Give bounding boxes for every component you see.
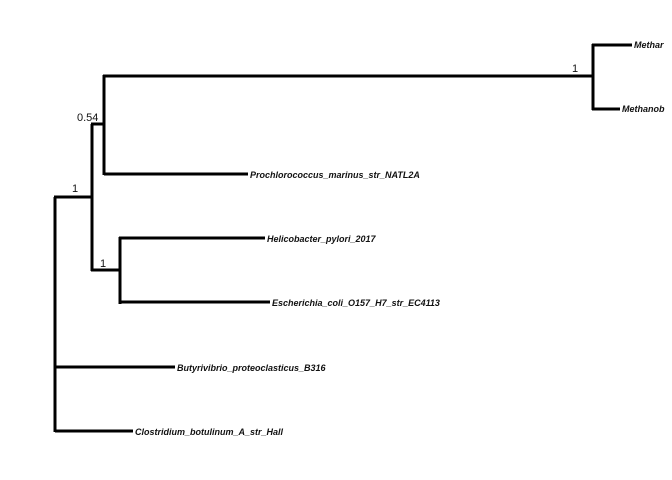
tip-label-helicobacter: Helicobacter_pylori_2017	[267, 234, 377, 244]
tip-label-escherichia: Escherichia_coli_O157_H7_str_EC4113	[272, 298, 440, 308]
tip-label-metha1: Methar	[634, 40, 664, 50]
support-label-methano-clade: 1	[572, 63, 578, 75]
tip-label-clostridium: Clostridium_botulinum_A_str_Hall	[135, 427, 284, 437]
support-label-proteo-clade: 1	[100, 258, 106, 270]
tip-label-metha2: Methanob	[622, 104, 665, 114]
support-label-root-clade: 1	[72, 183, 78, 195]
tip-label-butyrivibrio: Butyrivibrio_proteoclasticus_B316	[177, 363, 327, 373]
tip-label-prochlorococcus: Prochlorococcus_marinus_str_NATL2A	[250, 170, 420, 180]
support-label-upper-clade: 0.54	[77, 112, 98, 124]
